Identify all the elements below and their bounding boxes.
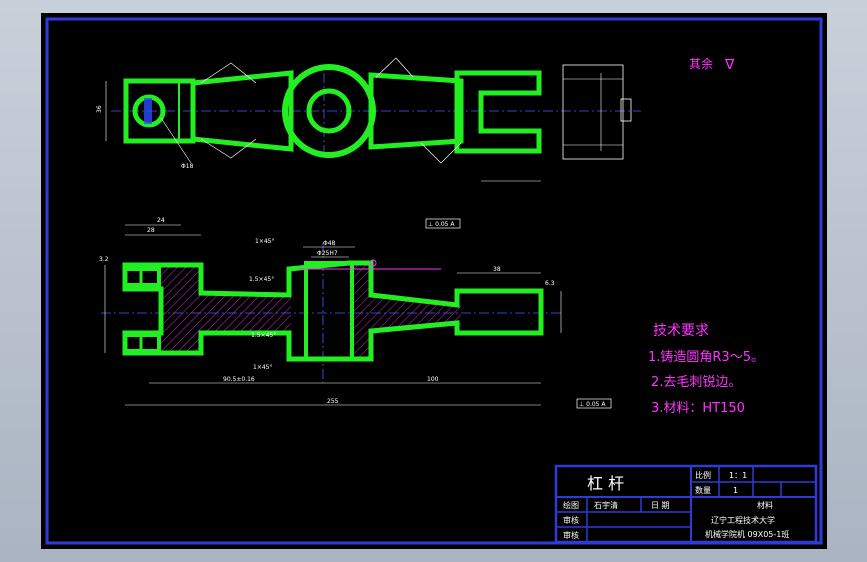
material-label: 材料 bbox=[757, 500, 773, 510]
dim-len2: 100 bbox=[427, 376, 439, 383]
dim-left-w: 24 bbox=[157, 217, 165, 224]
quantity-value: 1 bbox=[733, 486, 738, 495]
dim-mid-phi1: Φ48 bbox=[323, 240, 336, 247]
scale-value: 1：1 bbox=[729, 471, 747, 480]
part-name: 杠 杆 bbox=[587, 474, 624, 493]
center-hole bbox=[306, 88, 352, 134]
scale-label: 比例 bbox=[695, 470, 711, 480]
dim-total: 255 bbox=[327, 398, 339, 405]
tolerance-frame-1: ⊥ 0.05 A bbox=[428, 221, 455, 228]
dim-top-width: 36 bbox=[96, 105, 103, 113]
surface-finish-symbol: ∇ bbox=[724, 57, 735, 73]
drawing-border bbox=[45, 17, 823, 545]
roughness-1: 3.2 bbox=[99, 256, 109, 263]
school-name: 辽宁工程技术大学 bbox=[711, 515, 775, 525]
hatch-left bbox=[159, 265, 203, 353]
tech-item-1: 1.铸造圆角R3～5。 bbox=[648, 349, 764, 365]
roughness-2: 6.3 bbox=[545, 280, 555, 287]
check-label: 审核 bbox=[563, 515, 579, 525]
hatch-arm bbox=[203, 293, 291, 333]
drawn-label: 绘图 bbox=[563, 500, 579, 510]
drawing-svg: Φ18 36 其余 ∇ bbox=[45, 17, 823, 545]
review-label: 审核 bbox=[563, 530, 579, 540]
drawn-by: 石宇清 bbox=[594, 500, 618, 510]
surface-finish-label: 其余 bbox=[689, 56, 713, 71]
right-arm bbox=[368, 72, 464, 150]
tolerance-frame-2: ⊥ 0.05 A bbox=[579, 401, 606, 408]
tech-item-2: 2.去毛刺锐边。 bbox=[651, 375, 741, 390]
right-fork bbox=[454, 70, 542, 154]
drawing-canvas: Φ18 36 其余 ∇ bbox=[41, 13, 827, 549]
dim-top-phi: Φ18 bbox=[181, 163, 194, 170]
front-view: 24 28 Φ48 Φ25H7 1×45° 1.5×45° 1.5×45° 1×… bbox=[99, 217, 612, 409]
dim-left-w2: 28 bbox=[147, 227, 155, 234]
left-hole bbox=[132, 94, 166, 128]
front-bore bbox=[304, 261, 354, 361]
left-arm bbox=[190, 70, 294, 152]
date-label: 日 期 bbox=[651, 501, 670, 510]
dim-mid-phi2: Φ25H7 bbox=[317, 250, 338, 257]
quantity-label: 数量 bbox=[695, 485, 711, 495]
title-block: 杠 杆 比例 1：1 数量 1 材料 绘图 石宇清 日 期 审核 审核 辽宁工程… bbox=[554, 464, 818, 544]
dim-right-len: 38 bbox=[493, 266, 501, 273]
dim-len1: 90.5±0.16 bbox=[223, 376, 255, 383]
tech-title: 技术要求 bbox=[653, 323, 709, 339]
dim-chamfer1: 1×45° bbox=[255, 238, 274, 245]
dim-chamfer2: 1.5×45° bbox=[249, 276, 274, 283]
tech-item-3: 3.材料：HT150 bbox=[651, 401, 745, 416]
dim-chamfer3: 1.5×45° bbox=[251, 332, 276, 339]
top-view: Φ18 36 bbox=[96, 57, 641, 182]
dim-chamfer4: 1×45° bbox=[253, 364, 272, 371]
dept-name: 机械学院机 09X05-1班 bbox=[705, 529, 789, 539]
tech-requirements: 技术要求 1.铸造圆角R3～5。 2.去毛刺锐边。 3.材料：HT150 bbox=[648, 323, 764, 416]
